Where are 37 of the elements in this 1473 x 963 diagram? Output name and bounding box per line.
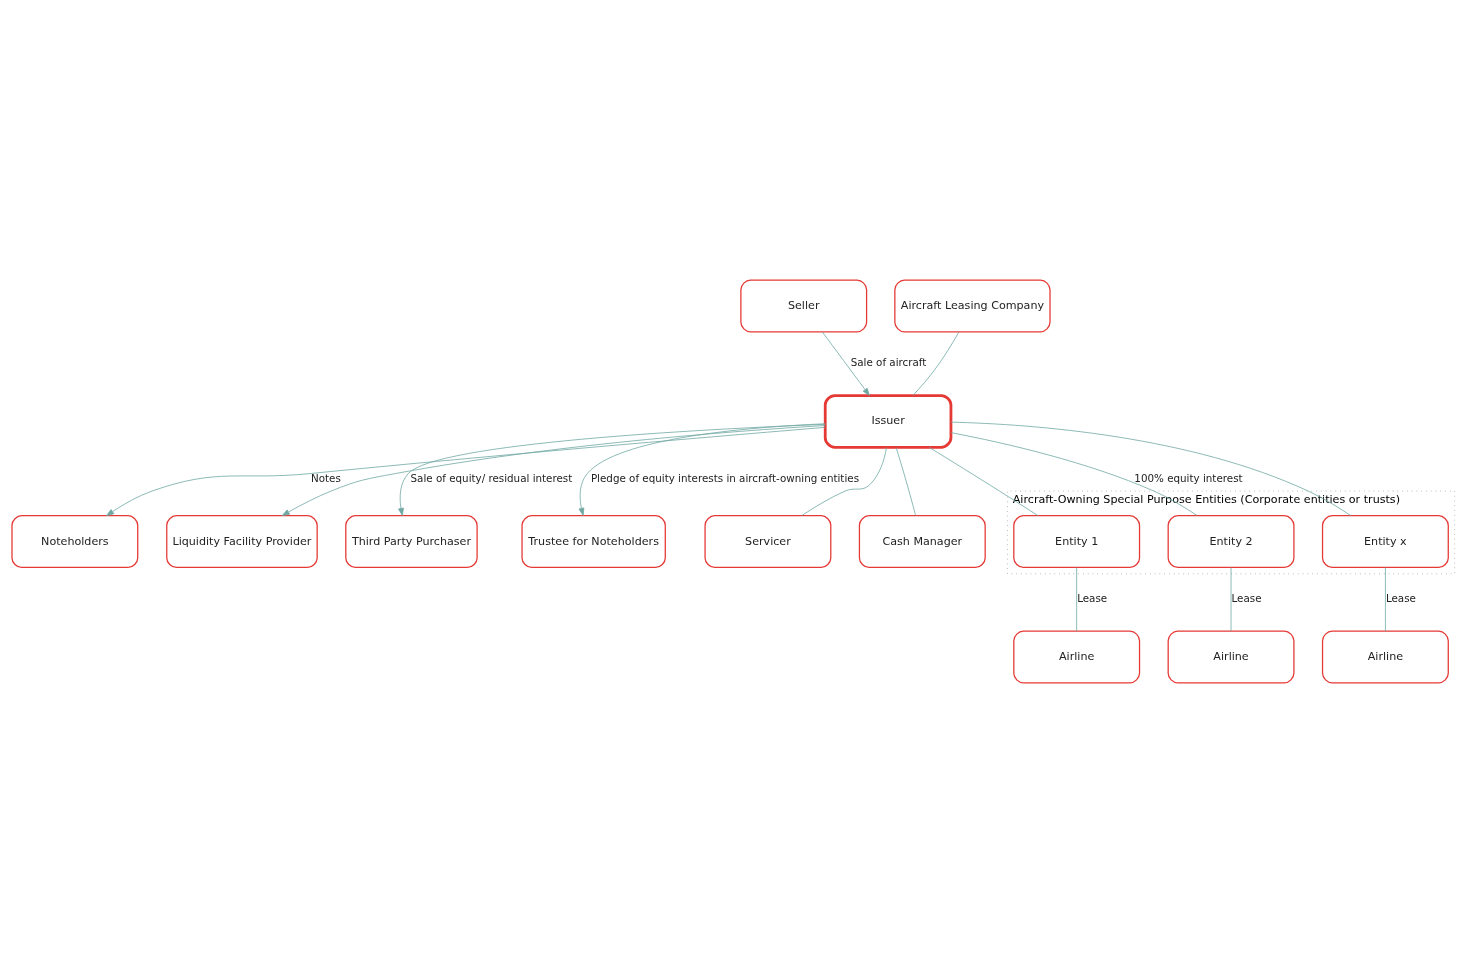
arrow [106, 426, 826, 517]
arrow [398, 423, 826, 516]
node-box: Entity x [1321, 515, 1449, 569]
connector [1385, 567, 1386, 632]
connector [801, 447, 887, 516]
edge-label: Sale of equity/ residual interest [410, 471, 573, 484]
node-box: Cash Manager [858, 515, 986, 569]
connector [912, 331, 960, 396]
node-box: Liquidity Facility Provider [166, 515, 318, 569]
node-box: Noteholders [11, 515, 139, 569]
edge-label: Lease [1385, 591, 1416, 604]
node-box: Entity 2 [1167, 515, 1295, 569]
node-box: Airline [1321, 630, 1449, 684]
node-box: Third Party Purchaser [345, 515, 478, 569]
node-box: Aircraft Leasing Company [894, 279, 1051, 333]
node-box: Seller [740, 279, 868, 333]
arrow [578, 423, 826, 516]
connector [950, 432, 1198, 516]
node-box: Servicer [704, 515, 832, 569]
connector [950, 421, 1352, 516]
connector [928, 446, 1039, 516]
edge-label: Sale of aircraft [850, 356, 927, 369]
node-box: Issuer [823, 394, 953, 449]
connector [895, 447, 917, 516]
node-box: Trustee for Noteholders [521, 515, 666, 569]
edge-label: Notes [310, 471, 341, 484]
edge-label: 100% equity interest [1134, 471, 1243, 484]
node-box: Airline [1013, 630, 1141, 684]
arrow [281, 425, 826, 516]
edge-label: Pledge of equity interests in aircraft-owning entities [590, 471, 860, 484]
node-box: Airline [1167, 630, 1295, 684]
edge-label: Lease [1077, 591, 1108, 604]
connector [1230, 567, 1232, 632]
connector [1076, 567, 1078, 632]
arrow [822, 331, 870, 396]
node-box: Entity 1 [1013, 515, 1141, 569]
edge-label: Lease [1231, 591, 1262, 604]
